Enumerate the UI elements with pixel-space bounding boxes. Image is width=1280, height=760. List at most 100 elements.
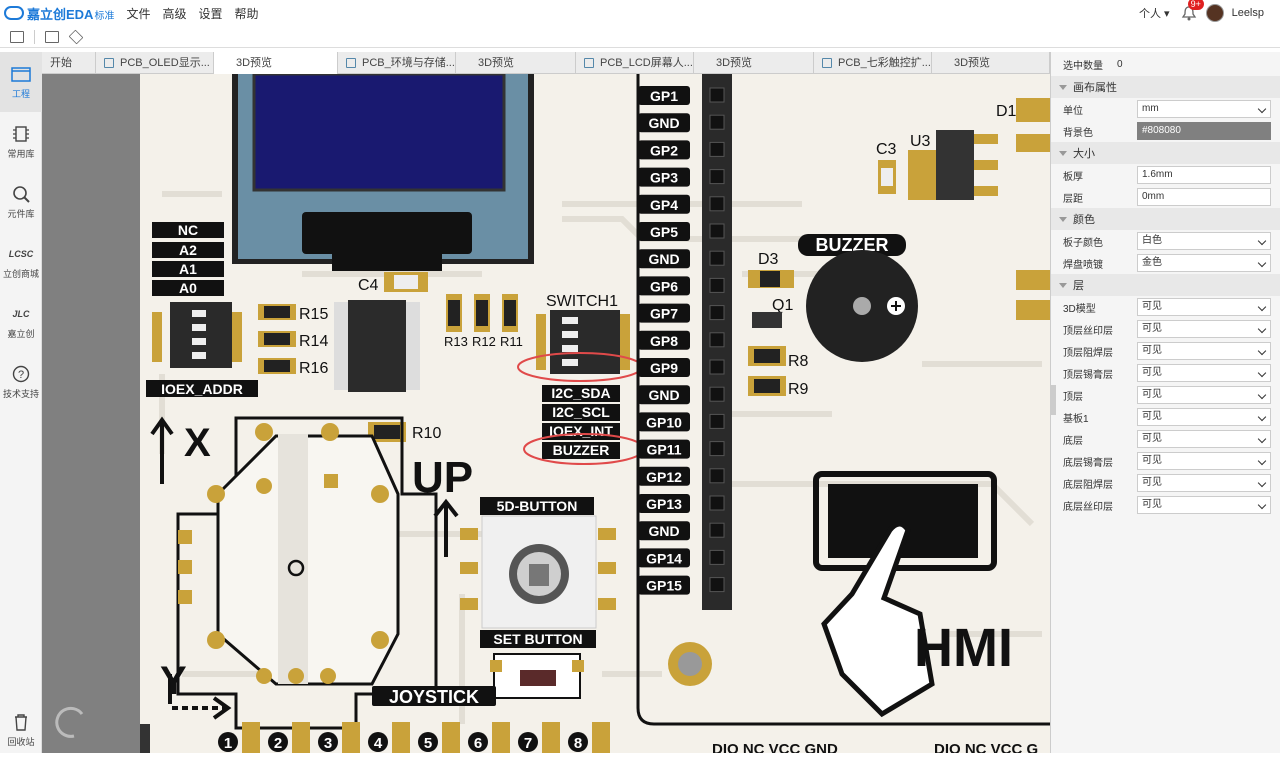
tab-3d-preview-4[interactable]: 3D预览 [932,52,1050,74]
bell-icon[interactable]: 9+ [1180,0,1204,22]
toolbar-divider [34,29,35,44]
number-label: 7 [524,735,532,752]
menu-settings[interactable]: 设置 [198,6,223,21]
panel-section-header[interactable]: 大小 [1051,142,1280,164]
open-project-icon[interactable] [10,30,24,43]
app-logo[interactable]: 嘉立创EDA 标准 [4,0,114,26]
label-bottom-left-pins: DIO NC VCC GND [712,741,838,753]
property-select[interactable]: 可见 [1137,342,1271,360]
reset-view-icon[interactable] [55,706,84,738]
menu-help[interactable]: 帮助 [234,6,259,21]
property-select[interactable]: 白色 [1137,232,1271,250]
header-pin [709,495,725,511]
header-pin [709,114,725,130]
property-input[interactable]: 1.6mm [1137,166,1271,184]
tab-3d-preview-3[interactable]: 3D预览 [694,52,814,74]
property-select[interactable]: 可见 [1137,320,1271,338]
led-pad [592,722,610,753]
sidebar-item-common-lib[interactable]: 常用库 [0,112,42,172]
led-pad [542,722,560,753]
property-select[interactable]: 可见 [1137,496,1271,514]
pcb-icon [104,58,114,68]
avatar[interactable] [1205,4,1224,22]
property-select[interactable]: 金色 [1137,254,1271,272]
label-y-axis: Y [160,659,187,703]
label-set-button-bg [480,630,596,648]
tab-3d-preview-1[interactable]: 3D预览 [214,52,338,74]
tab-3d-preview-2[interactable]: 3D预览 [456,52,576,74]
property-input[interactable]: 0mm [1137,188,1271,206]
tab-pcb-env[interactable]: PCB_环境与存储... [338,52,456,74]
menu-file[interactable]: 文件 [126,6,151,21]
property-label: 顶层丝印层 [1063,325,1113,337]
gpio-pin-bg [638,330,690,350]
tab-start[interactable]: 开始 [42,52,96,74]
layers-icon[interactable] [68,29,84,44]
regulator-u3-pin [974,186,998,196]
number-circle [368,732,388,752]
board-outline [636,74,1050,726]
username[interactable]: Leelsp [1231,7,1264,19]
tab-label: 3D预览 [716,57,753,69]
collapse-triangle-icon [1059,84,1067,90]
label-set-button: SET BUTTON [493,631,582,647]
header-pin [709,359,725,375]
property-select[interactable]: 可见 [1137,474,1271,492]
ioex-addr-label: IOEX_ADDR [161,381,243,397]
sidebar-item-project[interactable]: 工程 [0,52,42,112]
sidebar-item-label: 常用库 [7,148,35,159]
label-r14: R14 [299,333,328,350]
gpio-pin-label: GND [648,115,679,131]
led-pad [392,722,410,753]
sidebar-item-trash[interactable]: 回收站 [0,700,42,760]
property-select[interactable]: 可见 [1137,364,1271,382]
number-label: 3 [324,735,332,752]
selected-count-row: 选中数量 0 [1051,52,1280,76]
image-icon[interactable] [45,30,59,43]
led-pad [342,722,360,753]
property-select[interactable]: 可见 [1137,386,1271,404]
property-input[interactable]: #808080 [1137,122,1271,140]
sidebar-item-component-lib[interactable]: 元件库 [0,172,42,232]
tab-pcb-oled[interactable]: PCB_OLED显示... [96,52,214,74]
property-select[interactable]: 可见 [1137,452,1271,470]
label-c4: C4 [358,277,379,294]
panel-section-header[interactable]: 层 [1051,274,1280,296]
gpio-pin-bg [638,439,690,459]
dip-switch-addr [152,302,242,368]
property-select[interactable]: mm [1137,100,1271,118]
header-pin [709,386,725,402]
property-select[interactable]: 可见 [1137,298,1271,316]
sidebar-item-lcsc[interactable]: LCSC 立创商城 [0,232,42,292]
menu-advanced[interactable]: 高级 [162,6,187,21]
capacitor-c4-body [394,275,418,289]
switch-pin-bg-4 [542,442,620,459]
property-select[interactable]: 可见 [1137,408,1271,426]
panel-collapse-handle[interactable] [1050,385,1056,415]
gpio-pin-bg [638,303,690,323]
addr-nc: NC [178,222,198,238]
property-row: 板子颜色白色 [1051,230,1280,252]
pad-right-1 [1016,134,1050,152]
panel-section-title: 画布属性 [1073,82,1117,94]
header-pin [709,413,725,429]
sidebar-item-jlc[interactable]: JLC 嘉立创 [0,292,42,352]
sidebar-item-support[interactable]: ? 技术支持 [0,352,42,412]
panel-section-header[interactable]: 颜色 [1051,208,1280,230]
dip-switch-1 [536,310,630,374]
label-d3: D3 [758,251,779,268]
3d-preview-canvas[interactable]: NC A2 A1 A0 IOEX_ADDR R15 R14 R16 C4 R13… [42,74,1050,753]
label-switch1: SWITCH1 [546,293,618,310]
menubar: 嘉立创EDA 标准 文件 高级 设置 帮助 个人 ▾ 9+ Leelsp [0,0,1280,26]
pcb-icon [346,58,356,68]
panel-section-header[interactable]: 画布属性 [1051,76,1280,98]
property-select[interactable]: 可见 [1137,430,1271,448]
gpio-pin-bg [638,249,690,269]
tab-pcb-lcd[interactable]: PCB_LCD屏幕人... [576,52,694,74]
user-menu[interactable]: 个人 ▾ [1139,8,1170,20]
tab-pcb-rgb[interactable]: PCB_七彩触控扩... [814,52,932,74]
property-label: 底层锡膏层 [1063,457,1113,469]
collapse-triangle-icon [1059,150,1067,156]
header-pin [709,87,725,103]
